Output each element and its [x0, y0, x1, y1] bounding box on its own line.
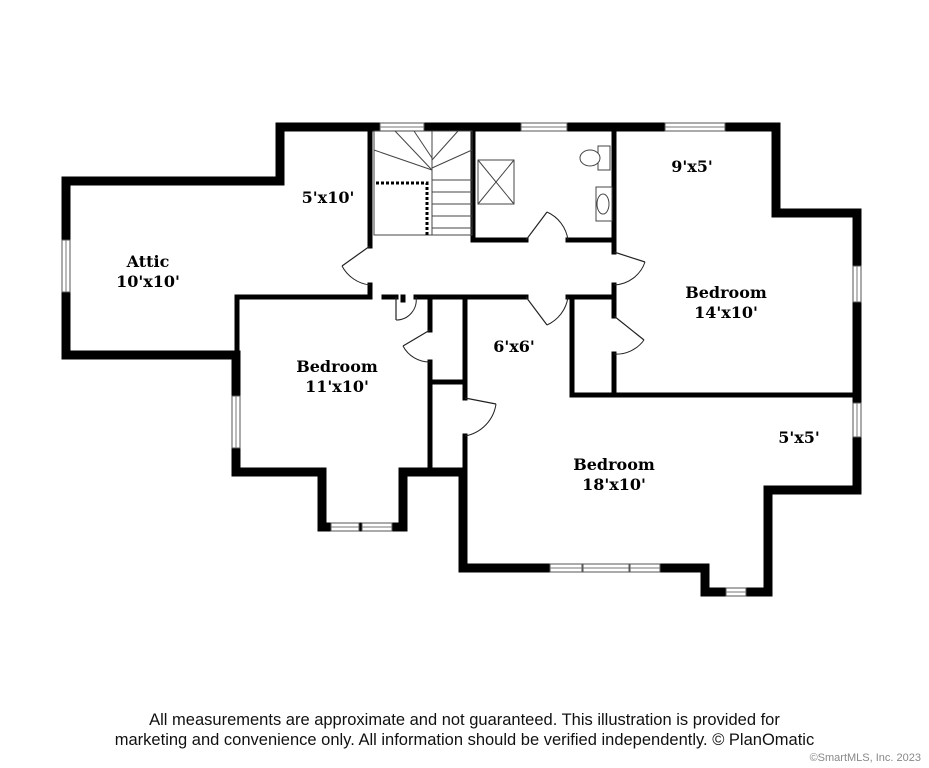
disclaimer: All measurements are approximate and not… [0, 710, 929, 750]
room-size: 10'x10' [116, 272, 180, 291]
window-top-stair [379, 122, 425, 132]
room-size: 14'x10' [694, 303, 758, 322]
window-top-bedroom [664, 122, 726, 132]
room-size: 9'x5' [671, 157, 713, 176]
sink [596, 193, 610, 215]
window-top-bath [520, 122, 568, 132]
window-bottom-2 [582, 563, 630, 573]
copyright: ©SmartMLS, Inc. 2023 [809, 752, 921, 764]
exterior-wall [61, 122, 862, 597]
disclaimer-line-1: All measurements are approximate and not… [149, 711, 780, 729]
room-size: 11'x10' [305, 377, 369, 396]
room-name: Attic [126, 252, 170, 271]
window-bottom-1 [549, 563, 583, 573]
doors [341, 211, 646, 437]
window-bay-1 [330, 522, 360, 532]
room-size: 18'x10' [582, 475, 646, 494]
windows [61, 122, 862, 597]
room-name: Bedroom [685, 283, 767, 302]
room-labels: Attic 10'x10' 5'x10' 9'x5' Bedroom 14'x1… [116, 157, 820, 494]
window-left-bedroom [231, 395, 241, 449]
window-right-lower [852, 402, 862, 438]
door-bedroom-left [395, 296, 417, 321]
room-name: Bedroom [573, 455, 655, 474]
door-closet-lower [464, 397, 497, 437]
interior-walls [234, 127, 860, 475]
stairs [373, 130, 473, 236]
door-closet-right [613, 315, 645, 355]
window-bay-2 [361, 522, 393, 532]
room-name: Bedroom [296, 357, 378, 376]
window-attic [61, 239, 71, 293]
door-attic [341, 245, 371, 286]
door-hall-bedroom [525, 296, 569, 326]
window-bottom-nook [725, 587, 747, 597]
bath-fixtures [477, 145, 613, 222]
door-bedroom-right [613, 251, 646, 286]
door-bath [525, 211, 569, 241]
room-size: 5'x10' [302, 188, 355, 207]
toilet-bowl [579, 149, 601, 167]
window-bottom-3 [629, 563, 661, 573]
room-size: 5'x5' [778, 428, 820, 447]
room-size: 6'x6' [493, 337, 535, 356]
disclaimer-line-2: marketing and convenience only. All info… [114, 731, 815, 749]
door-closet-mid [402, 329, 431, 363]
window-right-upper [852, 265, 862, 303]
